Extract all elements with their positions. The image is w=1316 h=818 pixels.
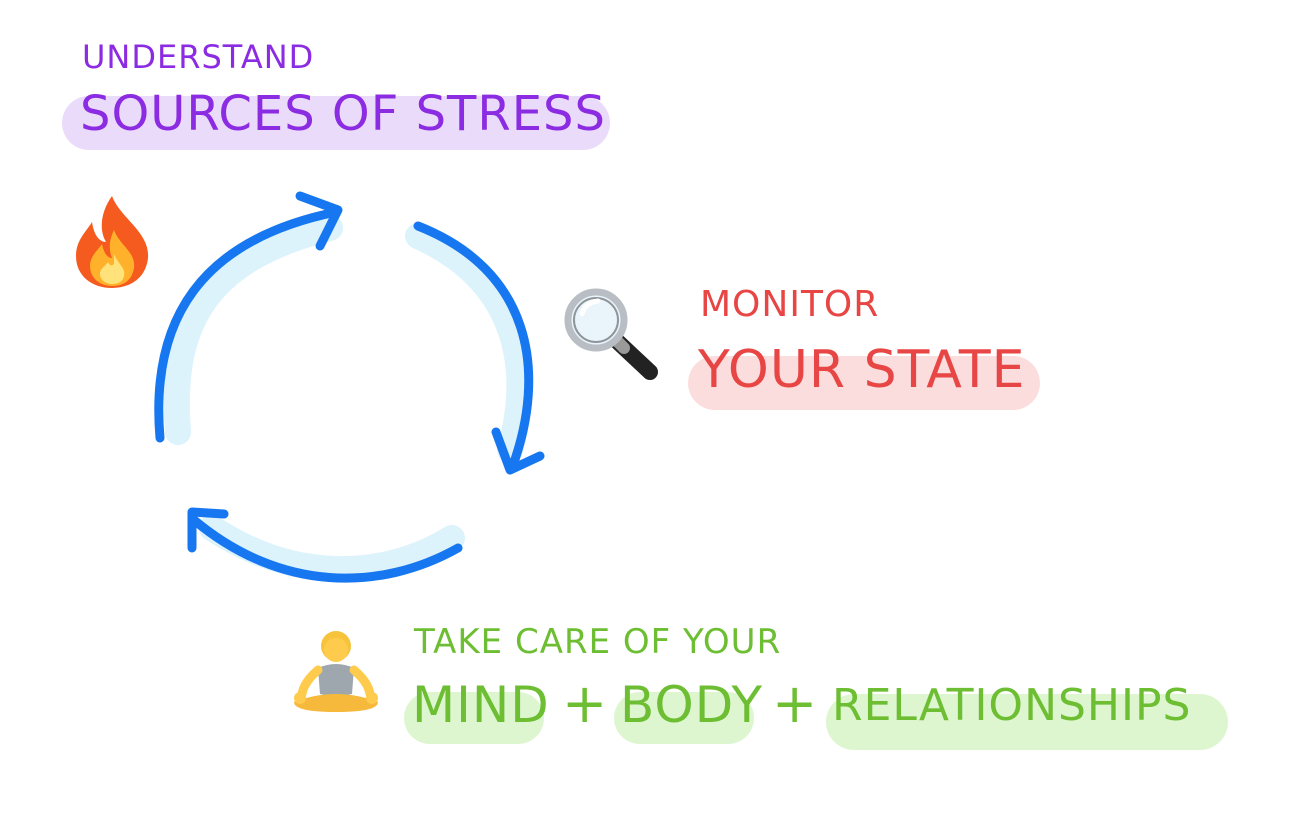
headline-monitor: YOUR STATE [698,340,1026,400]
arrow-bottom [189,515,463,583]
eyebrow-care: TAKE CARE OF YOUR [414,622,782,662]
arrowhead-right [491,427,545,475]
headline-highlight-mind [404,692,544,744]
meditation-icon [294,631,378,712]
arrow-left-top [154,207,341,443]
headline-care-relationships: RELATIONSHIPS [832,680,1192,731]
arrow-glow-left [163,215,343,445]
headline-care-plus-2: + [772,672,819,735]
headline-highlight-monitor [688,356,1040,410]
fire-icon [76,196,149,288]
headline-care-body: BODY [620,676,764,734]
headline-highlight-relationships [826,694,1228,750]
magnifying-glass-icon [564,288,658,380]
arrowhead-bottom [187,507,229,553]
headline-care-plus-1: + [562,672,609,735]
headline-care-mind: MIND [412,676,550,734]
headline-highlight-body [614,692,754,744]
headline-highlight-understand [62,96,610,150]
arrow-glow-bottom [199,515,465,583]
arrow-glow-right [405,223,533,463]
eyebrow-monitor: MONITOR [700,284,880,325]
arrow-right [413,221,534,473]
eyebrow-understand: UNDERSTAND [82,38,315,76]
arrowhead-left-top [295,191,343,251]
headline-understand: SOURCES OF STRESS [80,86,606,142]
